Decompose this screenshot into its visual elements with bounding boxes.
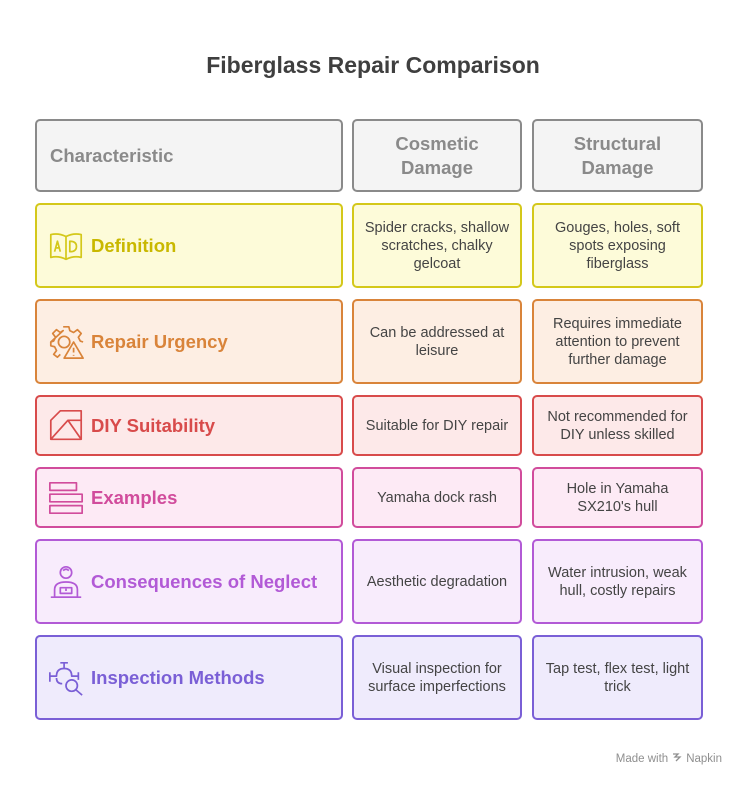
row-diy-characteristic: DIY Suitability <box>35 395 343 456</box>
row-urgency-characteristic: Repair Urgency <box>35 299 343 384</box>
pipe-magnifier-icon <box>47 659 85 697</box>
header-cosmetic: Cosmetic Damage <box>352 119 522 192</box>
header-characteristic: Characteristic <box>35 119 343 192</box>
brand-name: Napkin <box>686 752 722 765</box>
row-diy-structural: Not recommended for DIY unless skilled <box>532 395 703 456</box>
row-examples-characteristic: Examples <box>35 467 343 528</box>
eraser-icon <box>47 407 85 445</box>
row-definition-cosmetic-text: Spider cracks, shallow scratches, chalky… <box>364 219 510 272</box>
row-definition-cosmetic: Spider cracks, shallow scratches, chalky… <box>352 203 522 288</box>
row-inspection-characteristic: Inspection Methods <box>35 635 343 720</box>
row-urgency-cosmetic: Can be addressed at leisure <box>352 299 522 384</box>
row-urgency-label: Repair Urgency <box>91 330 228 352</box>
row-examples-cosmetic-text: Yamaha dock rash <box>377 489 497 506</box>
row-diy-label: DIY Suitability <box>91 414 216 436</box>
row-definition-characteristic: Definition <box>35 203 343 288</box>
row-urgency-structural: Requires immediate attention to prevent … <box>532 299 703 384</box>
header-cosmetic-label: Cosmetic Damage <box>395 132 479 178</box>
header-structural: Structural Damage <box>532 119 703 192</box>
row-examples-structural: Hole in Yamaha SX210's hull <box>532 467 703 528</box>
row-examples-cosmetic: Yamaha dock rash <box>352 467 522 528</box>
row-definition-structural: Gouges, holes, soft spots exposing fiber… <box>532 203 703 288</box>
row-inspection-cosmetic: Visual inspection for surface imperfecti… <box>352 635 522 720</box>
list-blocks-icon <box>47 479 85 517</box>
row-definition-structural-text: Gouges, holes, soft spots exposing fiber… <box>555 219 680 272</box>
row-diy-cosmetic-text: Suitable for DIY repair <box>365 417 509 434</box>
row-consequences-cosmetic-text: Aesthetic degradation <box>366 573 508 590</box>
row-inspection-structural-text: Tap test, flex test, light trick <box>545 660 690 695</box>
row-inspection-label: Inspection Methods <box>91 666 265 688</box>
row-definition-label: Definition <box>91 234 177 256</box>
header-structural-label: Structural Damage <box>573 132 662 178</box>
row-consequences-structural-text: Water intrusion, weak hull, costly repai… <box>548 564 687 599</box>
row-diy-structural-text: Not recommended for DIY unless skilled <box>547 408 688 443</box>
row-consequences-structural: Water intrusion, weak hull, costly repai… <box>532 539 703 624</box>
row-examples-label: Examples <box>91 486 178 508</box>
row-inspection-structural: Tap test, flex test, light trick <box>532 635 703 720</box>
header-characteristic-label: Characteristic <box>50 144 174 166</box>
row-urgency-cosmetic-text: Can be addressed at leisure <box>369 324 505 359</box>
row-examples-structural-text: Hole in Yamaha SX210's hull <box>566 480 669 515</box>
page-title: Fiberglass Repair Comparison <box>206 52 540 78</box>
napkin-logo-icon <box>671 751 683 766</box>
row-consequences-cosmetic: Aesthetic degradation <box>352 539 522 624</box>
book-ad-icon <box>47 227 85 265</box>
row-diy-cosmetic: Suitable for DIY repair <box>352 395 522 456</box>
row-urgency-structural-text: Requires immediate attention to prevent … <box>553 315 682 368</box>
footer-attribution[interactable]: Made with Napkin <box>616 751 722 766</box>
person-warning-icon <box>47 563 85 601</box>
gear-warning-icon <box>47 323 85 361</box>
made-with-text: Made with <box>615 752 669 765</box>
row-inspection-cosmetic-text: Visual inspection for surface imperfecti… <box>368 660 506 695</box>
row-consequences-characteristic: Consequences of Neglect <box>35 539 343 624</box>
row-consequences-label: Consequences of Neglect <box>91 570 318 592</box>
